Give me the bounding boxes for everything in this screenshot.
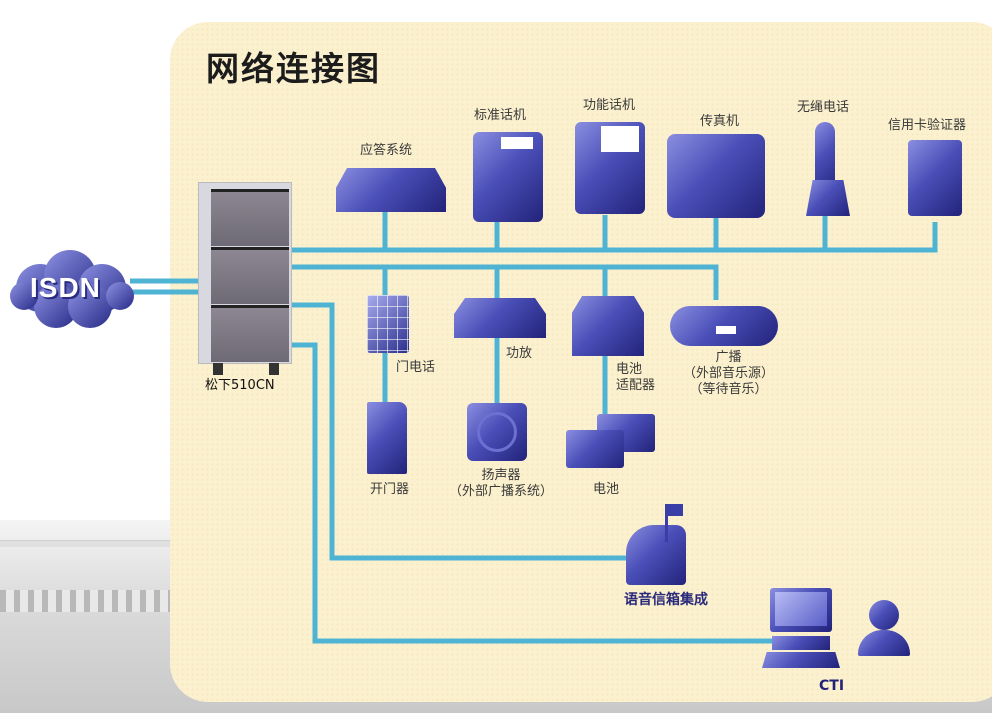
door-phone-icon[interactable] (367, 295, 409, 353)
boombox-icon[interactable] (670, 306, 778, 346)
top-bus (288, 222, 938, 253)
battery-adapter-label-line: 电池 (616, 362, 643, 377)
cordless-phone-icon[interactable] (815, 122, 835, 194)
answering-machine-icon[interactable] (336, 168, 446, 212)
amplifier-icon[interactable] (454, 298, 546, 338)
voicemail-label: 语音信箱集成 (624, 592, 708, 608)
pbx-foot (213, 363, 223, 375)
pbx-label: 松下510CN (205, 378, 275, 393)
broadcast-label-line: （等待音乐） (689, 382, 768, 397)
door-icon[interactable] (367, 402, 407, 474)
fax-label: 传真机 (700, 114, 740, 129)
speaker-label: 扬声器 （外部广播系统） (449, 468, 553, 500)
isdn-label: ISDN (30, 272, 101, 303)
speaker-icon[interactable] (467, 403, 527, 461)
cordless-base-icon (806, 180, 850, 216)
cti-label: CTI (819, 678, 845, 694)
battery-adapter-label-line: 适配器 (616, 378, 656, 393)
answering-label: 应答系统 (360, 143, 413, 158)
battery-icon (566, 430, 624, 468)
mailbox-flag-icon (667, 504, 683, 516)
building-windows (0, 590, 180, 612)
card-verifier-label: 信用卡验证器 (888, 118, 967, 133)
pbx-unit-3 (211, 305, 289, 362)
voicemail-line (288, 302, 630, 561)
computer-monitor-icon[interactable] (770, 588, 832, 632)
battery-label: 电池 (593, 482, 620, 497)
cti-line (288, 342, 775, 644)
feature-phone-icon[interactable] (575, 122, 645, 214)
pbx-unit-1 (211, 189, 289, 246)
cordless-label: 无绳电话 (797, 100, 850, 115)
feature-phone-label: 功能话机 (583, 98, 636, 113)
fax-icon[interactable] (667, 134, 765, 218)
battery-adapter-icon[interactable] (572, 296, 644, 356)
building-roof (0, 540, 180, 547)
amplifier-label: 功放 (506, 346, 533, 361)
standard-phone-label: 标准话机 (474, 108, 527, 123)
broadcast-label: 广播 （外部音乐源） （等待音乐） (683, 350, 774, 398)
user-head-icon (869, 600, 899, 630)
door-phone-label: 门电话 (396, 360, 436, 375)
keyboard-icon (762, 652, 840, 668)
speaker-label-line: 扬声器 (481, 468, 521, 483)
door-opener-label: 开门器 (370, 482, 410, 497)
computer-base-icon (772, 636, 830, 650)
speaker-label-line: （外部广播系统） (449, 484, 554, 499)
mailbox-flag-pole (665, 504, 668, 542)
middle-bus (288, 264, 719, 300)
pbx-unit-2 (211, 247, 289, 304)
card-terminal-icon[interactable] (908, 140, 962, 216)
pbx-foot (269, 363, 279, 375)
isdn-cloud-icon (10, 250, 134, 328)
page-title: 网络连接图 (206, 49, 381, 88)
battery-adapter-label: 电池 适配器 (616, 362, 655, 394)
mailbox-icon[interactable] (626, 525, 686, 585)
pbx-cabinet[interactable] (198, 182, 292, 375)
desk-phone-icon[interactable] (473, 132, 543, 222)
broadcast-label-line: （外部音乐源） (683, 366, 775, 381)
broadcast-label-line: 广播 (715, 350, 742, 365)
